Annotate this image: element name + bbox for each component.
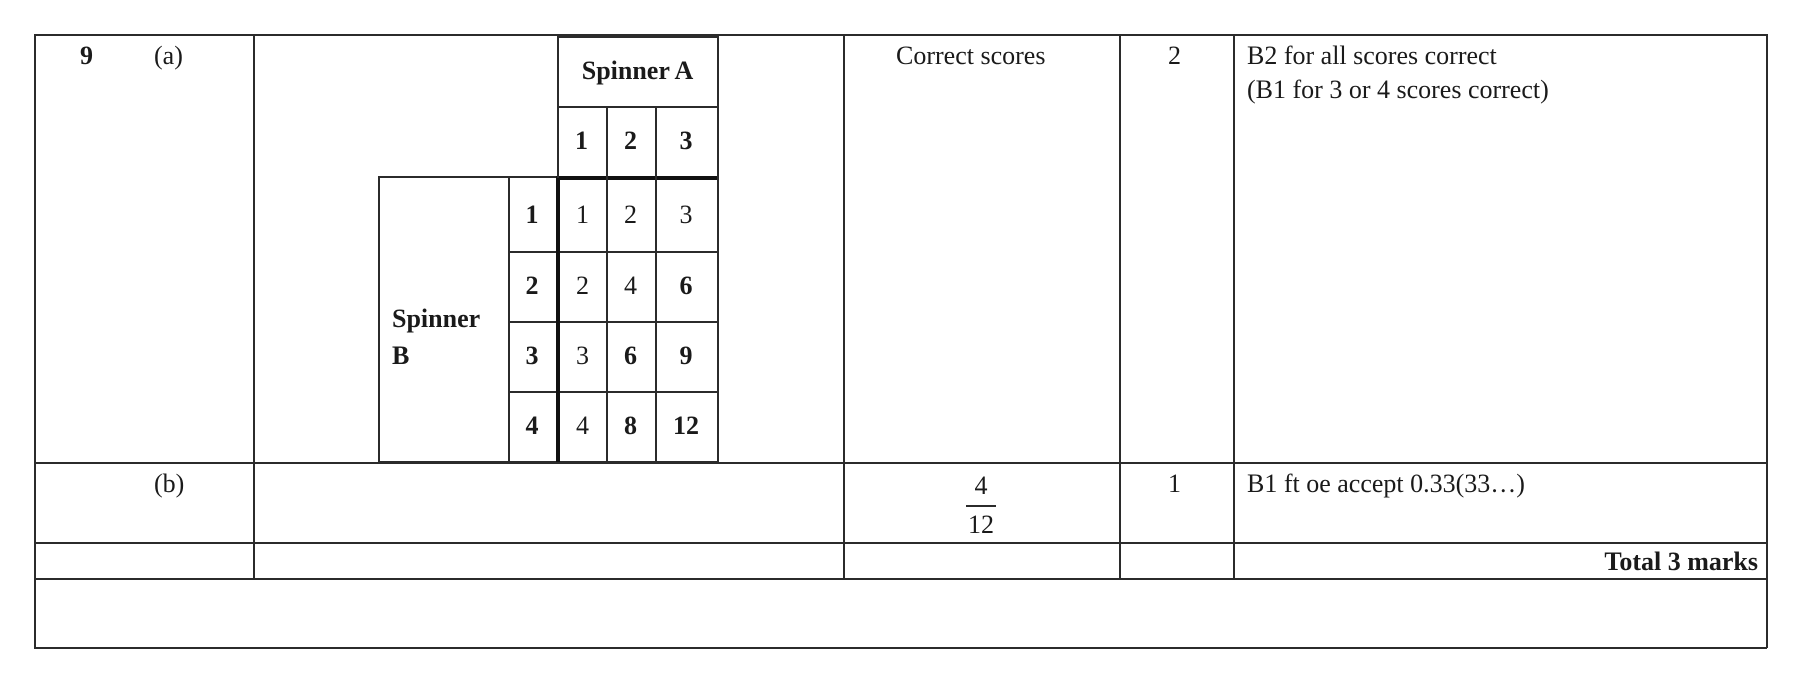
spinner-b-value: 2 (525, 271, 539, 300)
guidance-a-line2: (B1 for 3 or 4 scores correct) (1247, 75, 1549, 104)
guidance-a-line1: B2 for all scores correct (1247, 41, 1497, 70)
fraction-numerator: 4 (974, 471, 988, 500)
answer-a: Correct scores (896, 41, 1046, 70)
spinner-b-value: 4 (525, 411, 539, 440)
table-border-left (34, 34, 36, 648)
score-cell: 4 (624, 271, 637, 300)
spinner-grid-line (508, 321, 718, 323)
spinner-a-header: Spinner A (581, 56, 694, 85)
score-cell: 6 (679, 271, 693, 300)
question-number: 9 (80, 41, 93, 70)
part-b-label: (b) (154, 469, 185, 498)
spinner-grid-line (557, 36, 718, 38)
spinner-grid-line (378, 461, 718, 463)
spinner-grid-line (508, 391, 718, 393)
spinner-b-header-line1: Spinner (392, 304, 481, 333)
spinner-grid-thick-line (556, 176, 560, 462)
spinner-grid-line (508, 251, 718, 253)
fraction-denominator: 12 (968, 510, 994, 539)
score-cell: 12 (673, 411, 699, 440)
spinner-grid-line (557, 106, 718, 108)
spinner-grid-thick-line (557, 176, 718, 180)
col-divider-working (843, 34, 845, 579)
spinner-grid-line (378, 176, 380, 462)
total-marks: Total 3 marks (1604, 547, 1758, 576)
score-cell: 3 (576, 341, 589, 370)
score-cell: 9 (679, 341, 693, 370)
spinner-a-value: 2 (624, 126, 637, 155)
score-cell: 1 (576, 199, 589, 229)
table-border-top (34, 34, 1767, 36)
score-cell: 3 (679, 199, 693, 229)
score-cell: 4 (576, 411, 589, 440)
score-cell: 2 (576, 271, 589, 300)
fraction-bar (966, 505, 996, 507)
table-border-bottom (34, 647, 1767, 649)
spinner-grid-line (378, 176, 557, 178)
row-divider-total (34, 542, 1767, 544)
score-cell: 6 (624, 341, 637, 370)
spinner-b-value: 1 (525, 199, 539, 229)
spinner-b-header-line2: B (392, 341, 410, 370)
marks-b: 1 (1168, 469, 1181, 498)
guidance-b: B1 ft oe accept 0.33(33…) (1247, 469, 1525, 498)
spinner-grid-line (508, 176, 510, 462)
spinner-grid-line (557, 36, 559, 178)
score-cell: 8 (624, 411, 637, 440)
col-divider-marks (1233, 34, 1235, 579)
part-a-label: (a) (154, 41, 183, 70)
spinner-a-value: 1 (575, 126, 588, 155)
score-cell: 2 (624, 199, 637, 229)
marks-a: 2 (1168, 41, 1181, 70)
spinner-grid-line (606, 106, 608, 462)
row-divider-ab (34, 462, 1767, 464)
col-divider-answer (1119, 34, 1121, 579)
spinner-a-value: 3 (679, 126, 693, 155)
col-divider-question (253, 34, 255, 579)
spinner-b-value: 3 (525, 341, 539, 370)
row-divider-blank (34, 578, 1767, 580)
spinner-grid-line (655, 106, 657, 462)
spinner-grid-line (717, 36, 719, 462)
table-border-right (1766, 34, 1768, 648)
